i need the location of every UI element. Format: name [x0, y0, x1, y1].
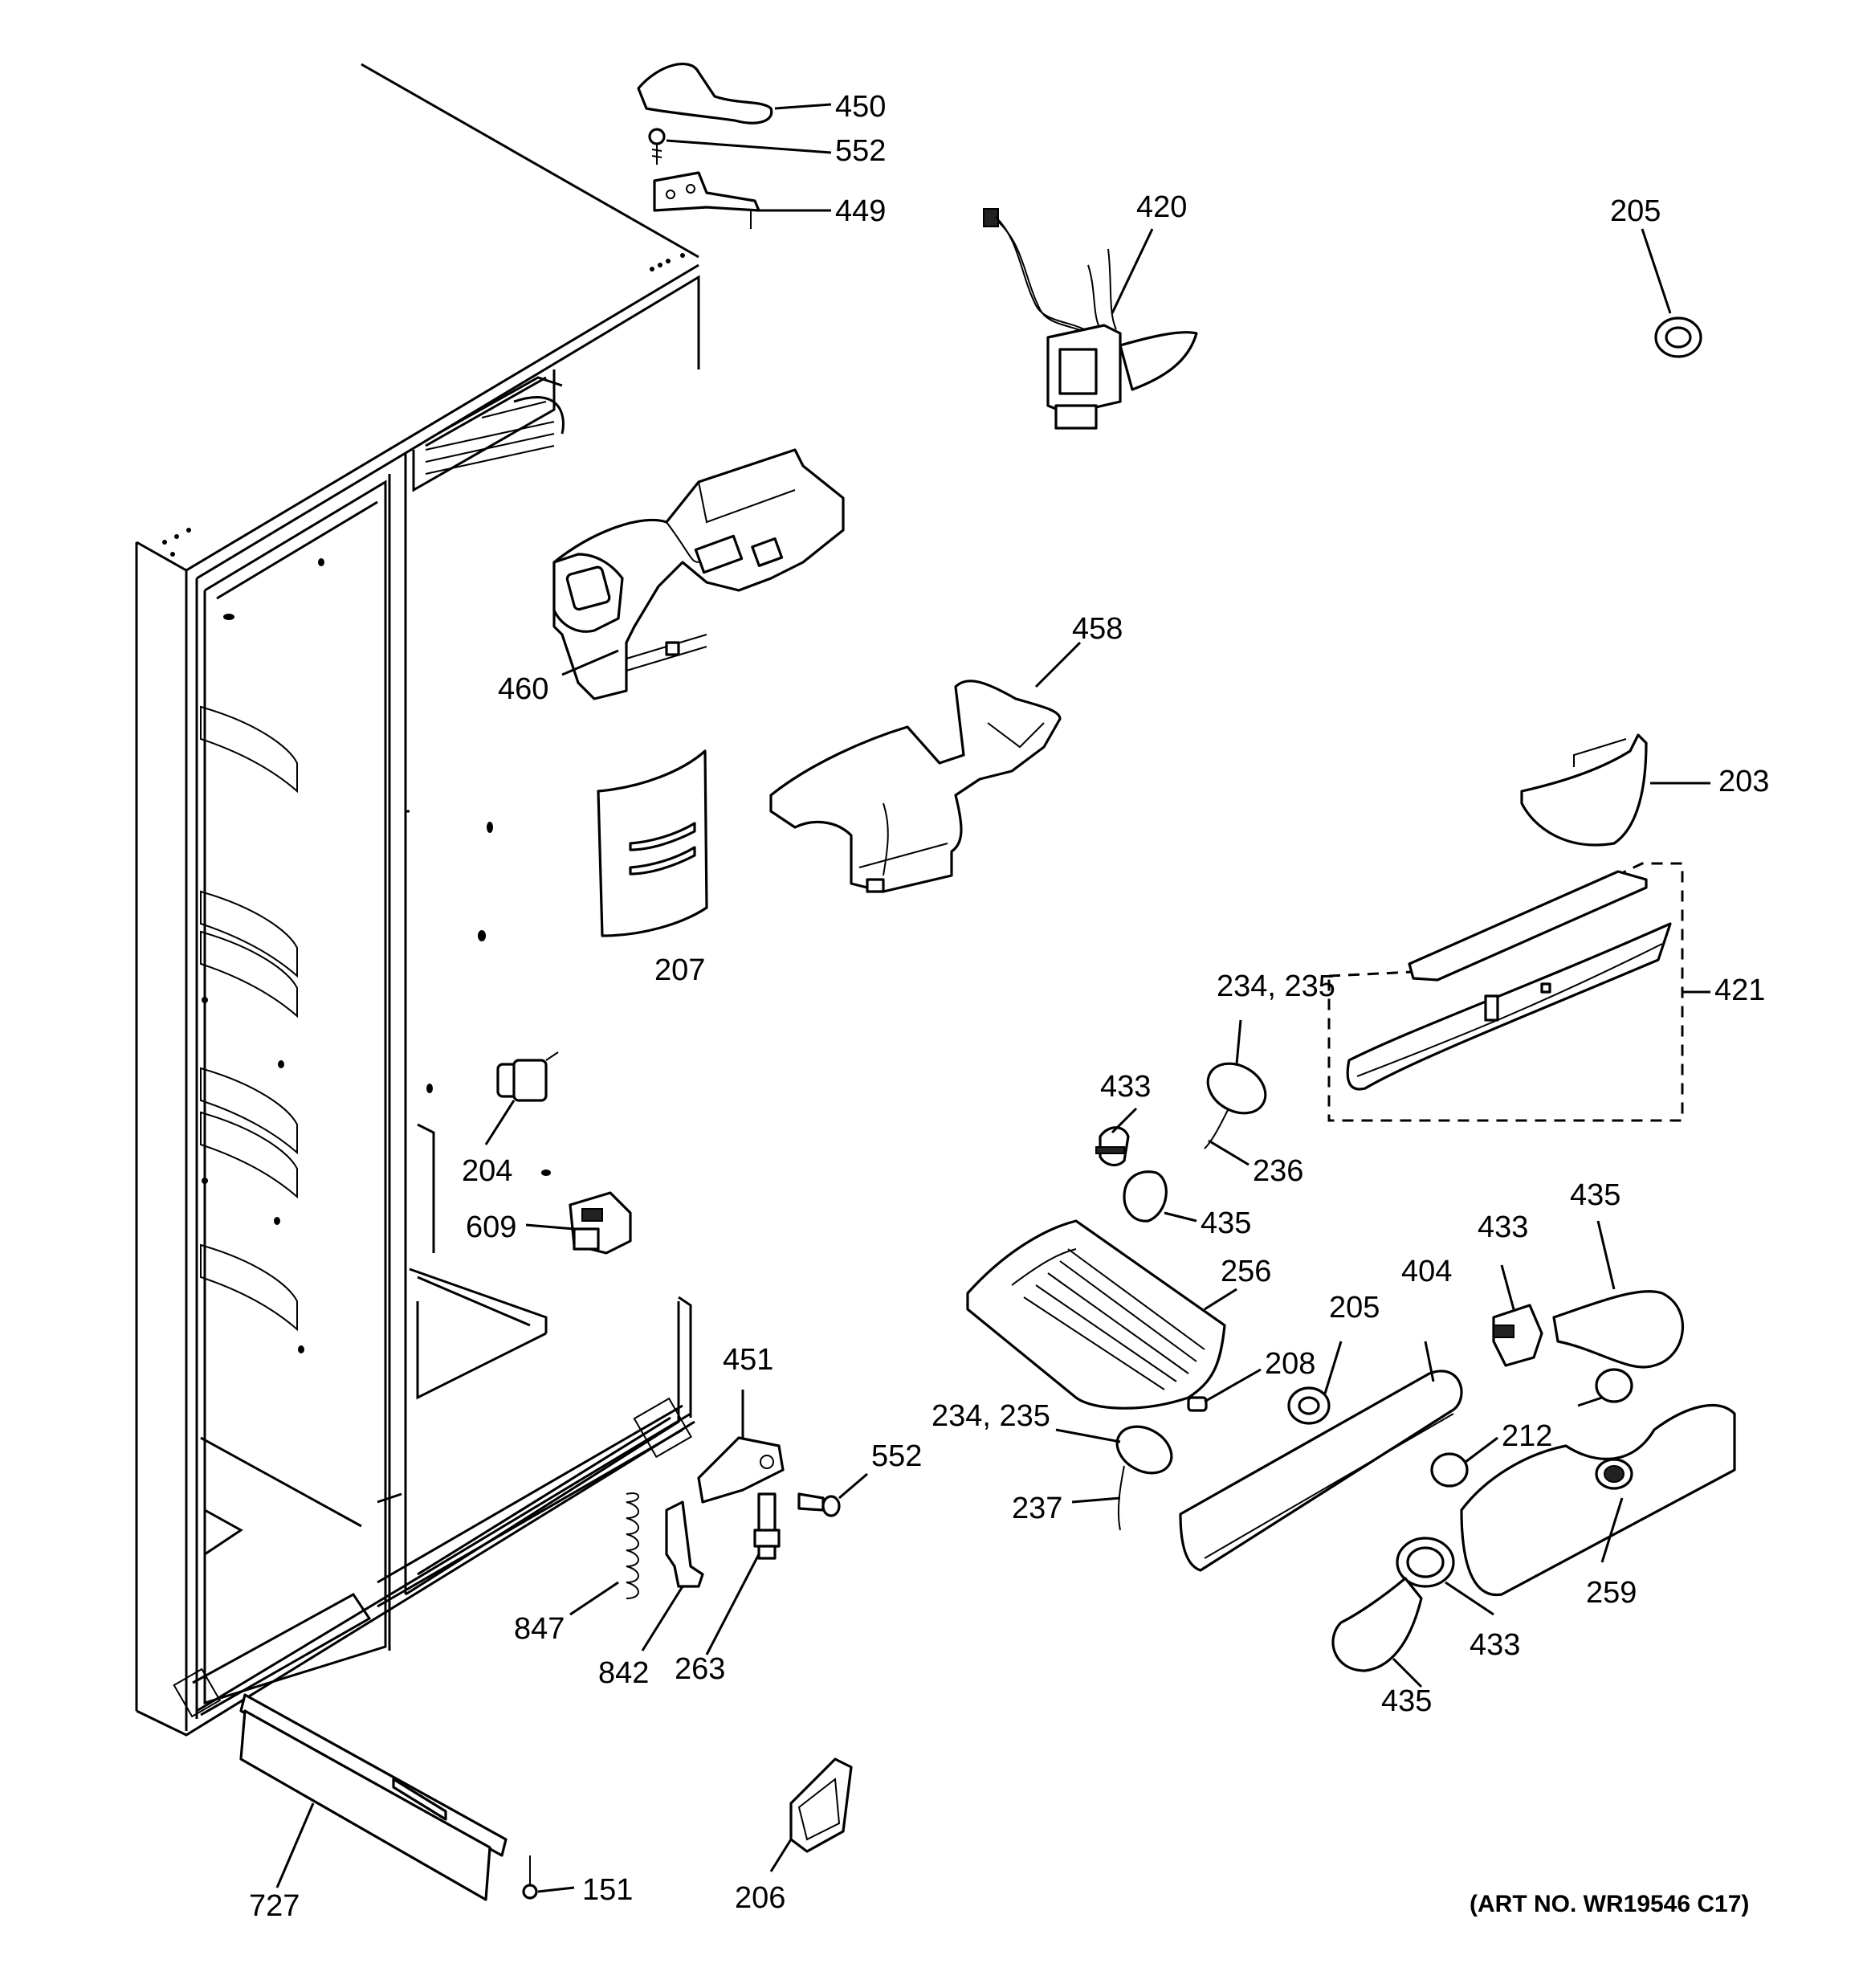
label-404: 404 [1401, 1255, 1452, 1288]
cap-206 [789, 1757, 853, 1853]
hinge-451 [697, 1436, 785, 1504]
light-shield-256 [966, 1219, 1226, 1410]
bushing-205-top [1654, 316, 1702, 358]
light-cover-404 [1179, 1370, 1463, 1572]
label-435-lower: 435 [1381, 1684, 1432, 1718]
switch-204 [496, 1051, 559, 1102]
label-727: 727 [249, 1889, 300, 1923]
label-259: 259 [1586, 1576, 1637, 1610]
label-460: 460 [498, 672, 548, 706]
label-204: 204 [462, 1154, 512, 1188]
label-552-top: 552 [835, 134, 886, 168]
screw-151 [522, 1855, 538, 1900]
label-433-upper-right: 433 [1478, 1210, 1528, 1244]
lamp-bulb-435-upper [1123, 1170, 1168, 1223]
bushing-212 [1430, 1368, 1633, 1488]
hinge-cover-450 [637, 63, 773, 125]
label-237: 237 [1012, 1492, 1062, 1525]
label-263: 263 [675, 1652, 725, 1686]
label-552-lower: 552 [871, 1439, 922, 1473]
air-duct-460 [552, 448, 845, 700]
cabinet-liner [135, 63, 700, 1737]
label-449: 449 [835, 194, 886, 228]
label-433-upper-left: 433 [1100, 1070, 1151, 1104]
label-458: 458 [1072, 612, 1123, 646]
label-609: 609 [466, 1210, 516, 1244]
screw-552-lower [797, 1492, 841, 1517]
duct-cover-207 [597, 749, 708, 937]
label-151: 151 [582, 1873, 633, 1907]
kickplate-727 [239, 1693, 508, 1901]
spring-847 [626, 1492, 639, 1599]
hinge-449-top [653, 171, 760, 229]
lamp-socket-433-left [1095, 1126, 1130, 1167]
cam-842 [665, 1500, 704, 1588]
light-housing-259 [1460, 1404, 1736, 1597]
label-205-top: 205 [1610, 194, 1661, 228]
damper-assembly-420 [983, 208, 1198, 430]
label-256: 256 [1221, 1255, 1271, 1288]
label-208: 208 [1265, 1347, 1315, 1381]
label-421: 421 [1714, 974, 1765, 1007]
label-450: 450 [835, 90, 886, 124]
label-207: 207 [654, 953, 705, 987]
control-assembly-421 [1327, 862, 1684, 1122]
switch-609 [569, 1191, 632, 1255]
clip-208 [1187, 1396, 1208, 1412]
label-205-lower: 205 [1329, 1291, 1380, 1325]
label-435-upper-left: 435 [1201, 1206, 1251, 1240]
cover-203 [1520, 733, 1648, 847]
bushing-205-lower [1287, 1386, 1331, 1425]
label-212: 212 [1502, 1419, 1552, 1453]
label-236: 236 [1253, 1154, 1303, 1188]
lamp-bulb-435-right [1552, 1290, 1684, 1369]
lamp-bulb-435-lower [1331, 1577, 1423, 1672]
screw-552-top [648, 128, 666, 165]
air-duct-458 [769, 680, 1062, 893]
hinge-pin-263 [753, 1492, 781, 1560]
lamp-socket-433-lower [1396, 1537, 1455, 1588]
lamp-shield-234-235-upper [1204, 1062, 1267, 1149]
label-420: 420 [1136, 190, 1187, 224]
lamp-shield-234-235-lower [1115, 1425, 1173, 1531]
label-234-235-upper: 234, 235 [1217, 970, 1335, 1003]
label-842: 842 [598, 1656, 649, 1690]
label-847: 847 [514, 1612, 565, 1646]
label-435-upper-right: 435 [1570, 1178, 1620, 1212]
leader-lines [275, 103, 1710, 1893]
part-labels: 450 552 449 420 205 460 458 203 207 421 … [249, 90, 1769, 1923]
label-206: 206 [735, 1881, 785, 1915]
art-number: (ART NO. WR19546 C17) [1470, 1891, 1749, 1917]
label-433-lower: 433 [1470, 1628, 1520, 1662]
label-203: 203 [1718, 765, 1769, 798]
lamp-socket-433-right [1492, 1304, 1543, 1367]
label-451: 451 [723, 1343, 773, 1377]
label-234-235-lower: 234, 235 [932, 1399, 1050, 1433]
